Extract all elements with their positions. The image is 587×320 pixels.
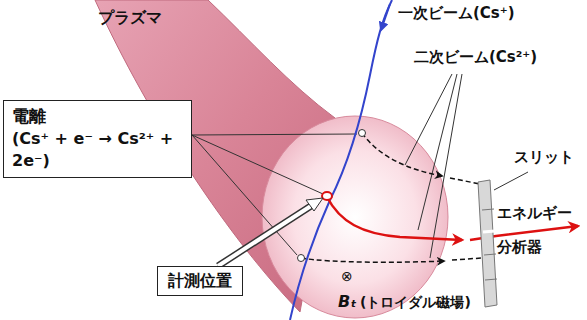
reaction-formula: (Cs⁺ + e⁻ → Cs²⁺ + 2e⁻)	[12, 128, 183, 171]
measurement-pointer	[218, 198, 323, 266]
leader-lines	[192, 74, 528, 258]
primary-beam	[290, 0, 392, 320]
field-symbol: ⊗	[341, 268, 353, 285]
field-label: (トロイダル磁場)	[360, 294, 471, 311]
slit-label: スリット	[514, 148, 574, 166]
position-box: 計測位置	[157, 266, 243, 296]
beam-label: 一次ビーム(Cs⁺)	[398, 4, 515, 22]
plasma-label: プラズマ	[98, 8, 162, 27]
ionization-box: 電離(Cs⁺ + e⁻ → Cs²⁺ + 2e⁻)	[3, 100, 192, 178]
position-label: 計測位置	[168, 270, 232, 292]
beam-label: 二次ビーム(Cs²⁺)	[414, 48, 537, 66]
analyzer-label: エネルギー 分析器	[497, 196, 577, 264]
field-name: Bₜ	[338, 292, 356, 311]
primary-beam-arrow	[381, 4, 390, 30]
process-title: 電離	[12, 105, 183, 128]
ionization-points	[298, 130, 366, 262]
slit	[478, 180, 497, 307]
